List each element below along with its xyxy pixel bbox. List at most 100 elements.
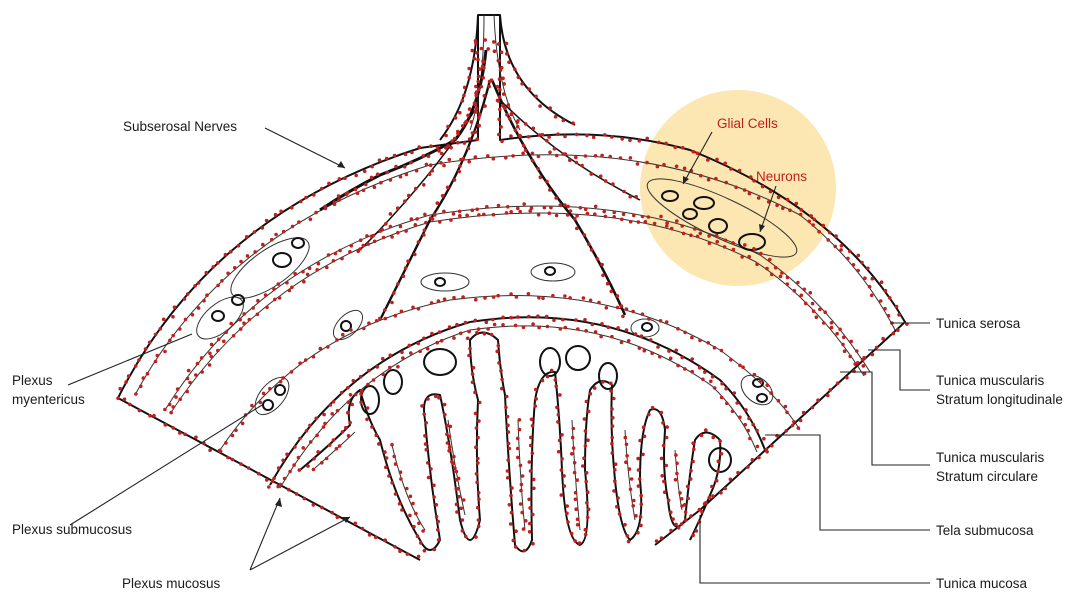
glia-dot <box>594 205 598 209</box>
glia-dot <box>476 80 480 84</box>
glia-dot <box>608 155 612 159</box>
glia-dot <box>154 360 158 364</box>
glia-dot <box>415 169 419 173</box>
glia-dot <box>868 285 872 289</box>
glia-dot <box>261 243 265 247</box>
glia-dot <box>609 389 613 393</box>
glia-dot <box>361 527 365 531</box>
glia-dot <box>378 158 382 162</box>
glia-dot <box>426 397 430 401</box>
glia-dot <box>888 296 892 300</box>
glia-dot <box>683 167 687 171</box>
glia-dot <box>317 262 321 266</box>
glia-dot <box>282 230 286 234</box>
glia-dot <box>757 196 761 200</box>
glia-dot <box>402 274 406 278</box>
glia-dot <box>596 257 600 261</box>
glia-dot <box>599 174 603 178</box>
glia-dot <box>551 294 555 298</box>
glia-dot <box>312 503 316 507</box>
glia-dot <box>680 497 684 501</box>
glia-dot <box>197 281 201 285</box>
glia-dot <box>601 380 605 384</box>
glia-dot <box>421 529 425 533</box>
glia-dot <box>435 503 439 507</box>
glia-dot <box>667 349 671 353</box>
gland <box>424 349 456 375</box>
glia-dot <box>786 282 790 286</box>
glia-dot <box>667 499 671 503</box>
glia-dot <box>587 508 591 512</box>
glia-dot <box>414 187 418 191</box>
glia-dot <box>738 364 742 368</box>
glia-dot <box>543 206 547 210</box>
glia-dot <box>510 113 514 117</box>
glia-dot <box>452 336 456 340</box>
glia-dot <box>253 250 257 254</box>
glia-dot <box>478 113 482 117</box>
glia-dot <box>477 75 481 79</box>
glia-dot <box>314 211 318 215</box>
glia-dot <box>277 466 281 470</box>
glia-dot <box>747 255 751 259</box>
glia-dot <box>171 405 175 409</box>
glia-dot <box>430 301 434 305</box>
glia-dot <box>362 189 366 193</box>
glia-dot <box>309 440 313 444</box>
glia-dot <box>597 301 601 305</box>
glia-dot <box>502 82 506 86</box>
glia-dot <box>412 525 416 529</box>
glia-dot <box>360 389 364 393</box>
glia-dot <box>186 377 190 381</box>
glia-dot <box>478 67 482 71</box>
glia-dot <box>429 216 433 220</box>
glia-dot <box>871 353 875 357</box>
glia-dot <box>852 263 856 267</box>
glia-dot <box>291 225 295 229</box>
leader-mucosa <box>700 515 930 583</box>
glia-dot <box>458 111 462 115</box>
glia-dot <box>566 205 570 209</box>
glia-dot <box>675 462 679 466</box>
glia-dot <box>584 329 588 333</box>
glia-dot <box>711 436 715 440</box>
glia-dot <box>248 318 252 322</box>
glia-dot <box>807 220 811 224</box>
glia-dot <box>377 442 381 446</box>
glia-dot <box>662 163 666 167</box>
glia-dot <box>532 487 536 491</box>
glia-dot <box>895 305 899 309</box>
glia-dot <box>183 297 187 301</box>
glia-dot <box>423 213 427 217</box>
glia-dot <box>436 528 440 532</box>
glia-dot <box>637 220 641 224</box>
glia-dot <box>500 66 504 70</box>
glia-dot <box>529 469 533 473</box>
glia-dot <box>496 294 500 298</box>
glia-dot <box>711 375 715 379</box>
glia-dot <box>528 209 532 213</box>
glia-dot <box>537 155 541 159</box>
glia-dot <box>532 127 536 131</box>
glia-dot <box>500 378 504 382</box>
glia-dot <box>477 497 481 501</box>
glia-dot <box>582 456 586 460</box>
glia-dot <box>802 411 806 415</box>
glia-dot <box>826 238 830 242</box>
glia-dot <box>610 407 614 411</box>
glia-dot <box>585 400 589 404</box>
glia-dot <box>554 384 558 388</box>
glia-dot <box>501 77 505 81</box>
glia-dot <box>792 420 796 424</box>
glia-dot <box>612 215 616 219</box>
glia-dot <box>224 441 228 445</box>
glia-dot <box>828 231 832 235</box>
glia-dot <box>724 387 728 391</box>
glia-dot <box>436 146 440 150</box>
glia-dot <box>566 520 570 524</box>
glia-dot <box>410 151 414 155</box>
glia-dot <box>475 51 479 55</box>
glia-dot <box>367 242 371 246</box>
glia-dot <box>508 503 512 507</box>
glia-dot <box>579 206 583 210</box>
